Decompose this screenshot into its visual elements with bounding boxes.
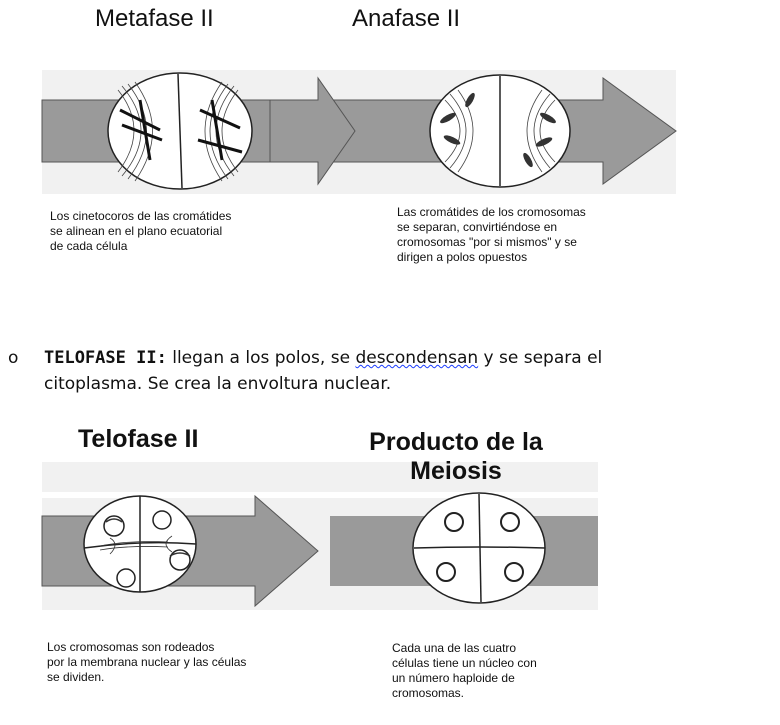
caption-line: Las cromátides de los cromosomas (397, 205, 586, 219)
title-metaphase-ii: Metafase II (95, 5, 214, 32)
caption-line: se separan, convirtiéndose en (397, 220, 558, 234)
caption-producto-meiosis: Cada una de las cuatro células tiene un … (392, 641, 652, 701)
caption-line: células tiene un núcleo con (392, 656, 537, 670)
caption-anaphase-ii: Las cromátides de los cromosomas se sepa… (397, 205, 727, 265)
bottom-panel-figure (41, 462, 598, 610)
top-arrow-middle (269, 76, 356, 186)
caption-line: de cada célula (50, 239, 128, 253)
anaphase-ii-cell (429, 74, 571, 188)
caption-line: dirigen a polos opuestos (397, 250, 528, 264)
telofase-bullet-line-2: citoplasma. Se crea la envoltura nuclear… (44, 374, 392, 394)
meiosis-product-cell (412, 492, 546, 604)
caption-line: Cada una de las cuatro (392, 641, 517, 655)
caption-line: se alinean en el plano ecuatorial (50, 224, 223, 238)
caption-line: un número haploide de (392, 671, 515, 685)
bullet-text: y se separa el (478, 348, 603, 368)
telofase-term: TELOFASE II: (44, 348, 167, 368)
title-line: Producto de la (369, 428, 543, 456)
caption-line: por la membrana nuclear y las céulas (47, 655, 247, 669)
caption-line: cromosomas. (392, 686, 465, 700)
caption-line: cromosomas "por si mismos" y se (397, 235, 577, 249)
caption-line: se dividen. (47, 670, 105, 684)
spellcheck-flagged-word: descondensan (355, 348, 479, 368)
caption-metaphase-ii: Los cinetocoros de las cromátides se ali… (50, 209, 380, 254)
title-anaphase-ii: Anafase II (352, 5, 461, 32)
title-line: Meiosis (410, 457, 502, 485)
caption-line: Los cinetocoros de las cromátides (50, 209, 232, 223)
bullet-marker: o (8, 348, 19, 368)
title-telofase-ii: Telofase II (78, 425, 199, 453)
telofase-bullet-line-1: TELOFASE II: llegan a los polos, se desc… (44, 346, 774, 370)
title-producto-meiosis: Producto de la Meiosis (346, 428, 566, 486)
bullet-text: llegan a los polos, se (166, 348, 356, 368)
caption-line: Los cromosomas son rodeados (47, 640, 215, 654)
caption-telofase-ii: Los cromosomas son rodeados por la membr… (47, 640, 367, 685)
metaphase-ii-cell (107, 72, 253, 190)
top-panel-figure (41, 70, 677, 194)
telophase-ii-cell (83, 495, 197, 593)
